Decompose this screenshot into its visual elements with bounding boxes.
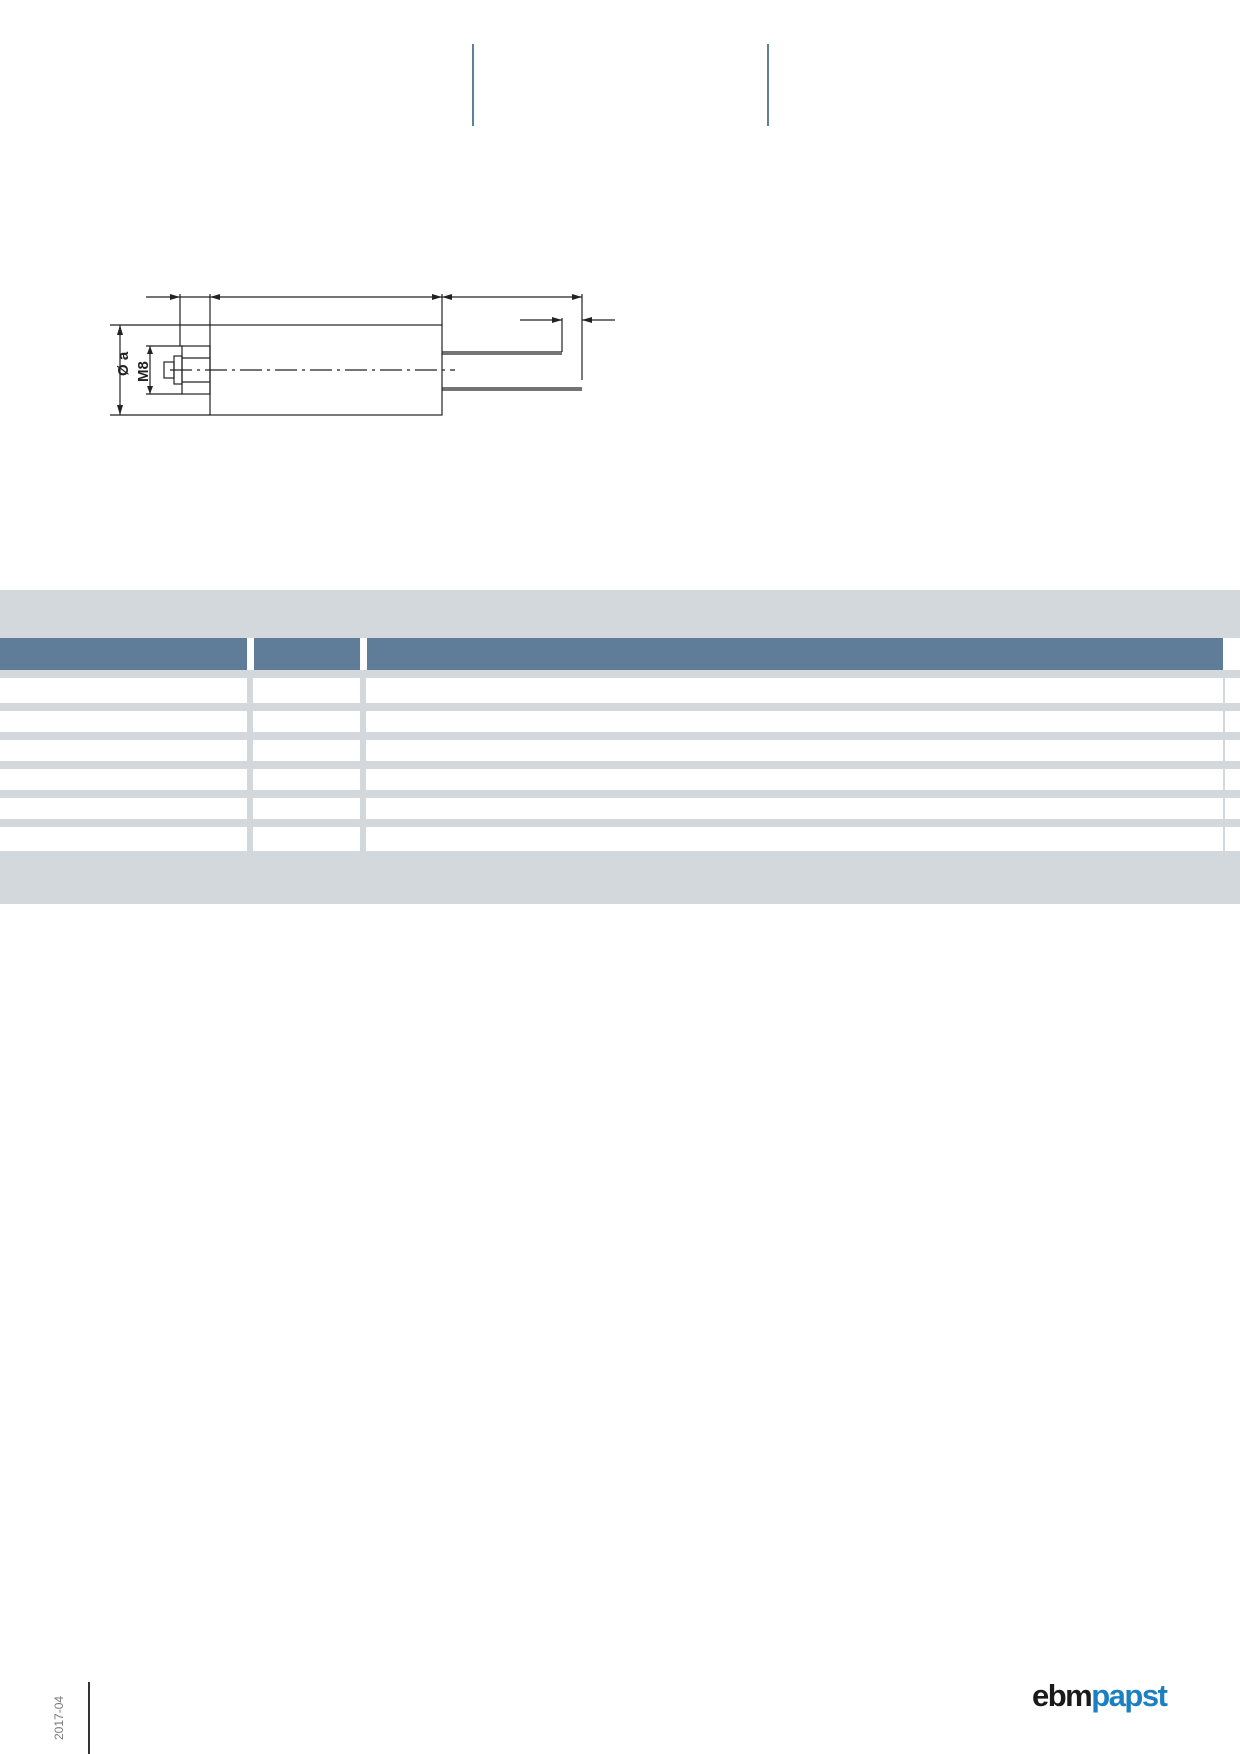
logo-part-ebm: ebm xyxy=(1032,1678,1093,1713)
technical-drawing: Ø a M8 xyxy=(110,294,615,416)
table-header-col-3 xyxy=(367,638,1223,670)
table-row-separator xyxy=(0,732,1240,740)
table-row-separator xyxy=(0,761,1240,769)
ebmpapst-logo: ebmpapst xyxy=(1032,1678,1168,1713)
thread-label: M8 xyxy=(135,361,152,382)
footer-date: 2017-04 xyxy=(52,1695,66,1740)
table-header-col-2 xyxy=(254,638,360,670)
table-header-col-1 xyxy=(0,638,247,670)
table-row-separator xyxy=(0,790,1240,798)
logo-part-papst: papst xyxy=(1091,1678,1168,1713)
table-title-band xyxy=(0,590,1240,638)
footer-divider xyxy=(88,1682,90,1754)
table-row-separator xyxy=(0,819,1240,827)
table-row-separator xyxy=(0,703,1240,711)
diameter-label: Ø a xyxy=(115,351,132,376)
table-footer-band xyxy=(0,851,1240,904)
header-divider-2 xyxy=(767,44,769,126)
header-divider-1 xyxy=(472,44,474,126)
table-body xyxy=(0,670,1240,851)
table-row-separator xyxy=(0,670,1240,678)
